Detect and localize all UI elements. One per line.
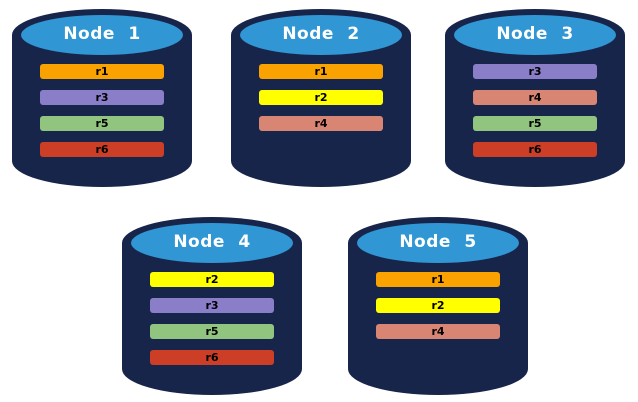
node-title: Node 3 — [496, 24, 574, 44]
replica-bar: r3 — [40, 90, 164, 105]
replica-bar: r4 — [376, 324, 500, 339]
cylinder-top-ellipse — [131, 223, 293, 263]
replica-bar: r4 — [259, 116, 383, 131]
cylinder-top-ellipse — [240, 15, 402, 55]
node-cylinder: Node 3 r3 r4 r5 r6 — [444, 8, 626, 190]
replica-bar: r5 — [150, 324, 274, 339]
replica-bar: r1 — [376, 272, 500, 287]
node-title: Node 2 — [282, 24, 360, 44]
replica-list: r1 r2 r4 — [376, 272, 500, 339]
node-cylinder: Node 2 r1 r2 r4 — [230, 8, 412, 190]
replica-bar: r2 — [259, 90, 383, 105]
replica-bar: r4 — [473, 90, 597, 105]
replica-bar: r5 — [473, 116, 597, 131]
replica-list: r2 r3 r5 r6 — [150, 272, 274, 365]
replica-bar: r3 — [150, 298, 274, 313]
replica-bar: r1 — [259, 64, 383, 79]
cylinder-top-ellipse — [21, 15, 183, 55]
replica-bar: r6 — [150, 350, 274, 365]
node-title: Node 1 — [63, 24, 141, 44]
node-title: Node 5 — [399, 232, 477, 252]
replica-bar: r6 — [473, 142, 597, 157]
node-cylinder: Node 1 r1 r3 r5 r6 — [11, 8, 193, 190]
replica-list: r3 r4 r5 r6 — [473, 64, 597, 157]
replica-bar: r6 — [40, 142, 164, 157]
replica-list: r1 r3 r5 r6 — [40, 64, 164, 157]
replica-bar: r2 — [150, 272, 274, 287]
cylinder-top-ellipse — [454, 15, 616, 55]
node-cylinder: Node 4 r2 r3 r5 r6 — [121, 216, 303, 398]
replica-bar: r3 — [473, 64, 597, 79]
replica-bar: r5 — [40, 116, 164, 131]
cylinder-top-ellipse — [357, 223, 519, 263]
replica-bar: r2 — [376, 298, 500, 313]
replica-list: r1 r2 r4 — [259, 64, 383, 131]
replica-bar: r1 — [40, 64, 164, 79]
node-cylinder: Node 5 r1 r2 r4 — [347, 216, 529, 398]
node-title: Node 4 — [173, 232, 251, 252]
